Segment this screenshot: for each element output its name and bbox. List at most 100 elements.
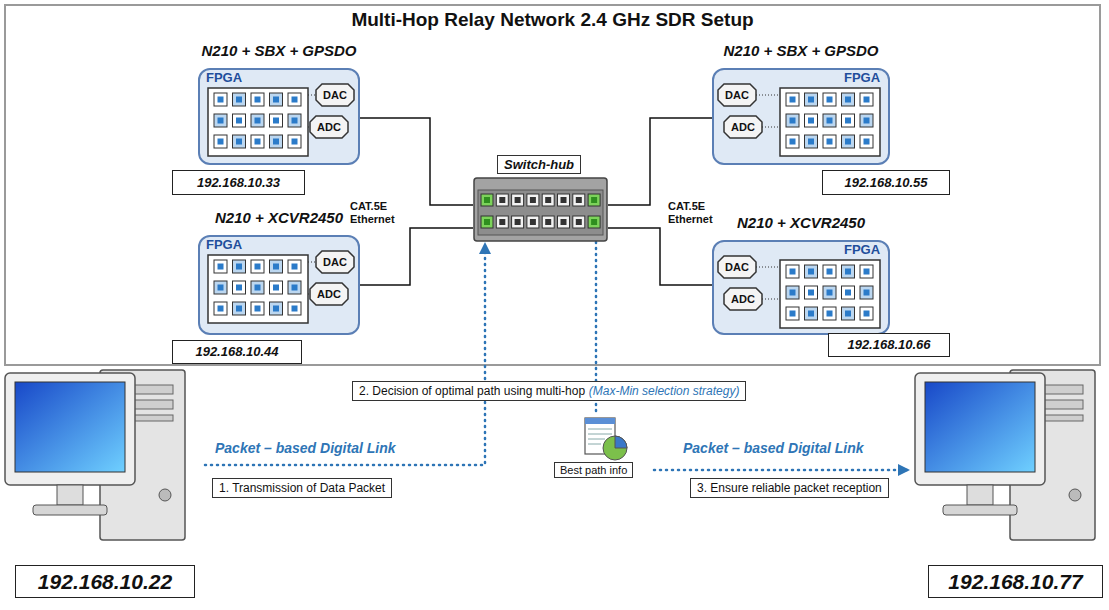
data-link bbox=[654, 469, 910, 472]
chip-core bbox=[218, 306, 224, 312]
chip bbox=[805, 286, 818, 299]
dac-label: DAC bbox=[316, 251, 354, 273]
chip bbox=[288, 93, 301, 106]
chip bbox=[251, 135, 264, 148]
computer-node: 192.168.10.77 bbox=[910, 355, 1105, 603]
chip bbox=[270, 114, 283, 127]
adc-label: ADC bbox=[724, 116, 762, 138]
chip bbox=[805, 114, 818, 127]
fpga-label: FPGA bbox=[844, 242, 880, 257]
chip bbox=[823, 265, 836, 278]
chip-core bbox=[218, 118, 224, 124]
chip-core bbox=[236, 139, 242, 145]
art-path bbox=[615, 436, 627, 448]
computer-icon bbox=[5, 370, 185, 540]
chip-core bbox=[845, 97, 851, 103]
setup-frame bbox=[5, 5, 1100, 365]
chip-core bbox=[864, 97, 870, 103]
chip-core bbox=[292, 97, 298, 103]
chip bbox=[786, 307, 799, 320]
art-rect bbox=[527, 216, 539, 228]
chip-core bbox=[790, 290, 796, 296]
chip bbox=[270, 302, 283, 315]
chip-core bbox=[790, 269, 796, 275]
art-rect bbox=[588, 216, 600, 228]
art-rect bbox=[499, 219, 505, 225]
chip-core bbox=[845, 269, 851, 275]
chip bbox=[233, 135, 246, 148]
chip-core bbox=[864, 311, 870, 317]
chip bbox=[270, 135, 283, 148]
chip bbox=[251, 260, 264, 273]
step-box: 1. Transmission of Data Packet bbox=[212, 478, 392, 498]
chip-area bbox=[780, 88, 880, 156]
device-title: N210 + XCVR2450 bbox=[198, 209, 360, 226]
chip bbox=[214, 260, 227, 273]
link-label: Packet – based Digital Link bbox=[680, 440, 867, 456]
art-line bbox=[588, 444, 601, 445]
chip bbox=[823, 286, 836, 299]
step-box: 2. Decision of optimal path using multi-… bbox=[352, 381, 746, 401]
chip bbox=[251, 114, 264, 127]
computer-icon bbox=[915, 370, 1095, 540]
art-rect bbox=[515, 219, 521, 225]
art-rect bbox=[478, 190, 603, 235]
chip-core bbox=[218, 285, 224, 291]
chip-core bbox=[790, 139, 796, 145]
chip bbox=[233, 281, 246, 294]
chip-core bbox=[845, 139, 851, 145]
chip bbox=[214, 302, 227, 315]
chip bbox=[823, 307, 836, 320]
chip bbox=[233, 114, 246, 127]
chip-core bbox=[236, 264, 242, 270]
chip-core bbox=[808, 311, 814, 317]
ethernet-cable bbox=[608, 118, 712, 205]
switch-label: Switch-hub bbox=[497, 155, 581, 174]
chip-core bbox=[218, 97, 224, 103]
chip bbox=[786, 286, 799, 299]
chip bbox=[214, 135, 227, 148]
converter-shape bbox=[718, 256, 756, 278]
ip-address: 192.168.10.44 bbox=[172, 340, 302, 364]
signal-link bbox=[762, 299, 780, 300]
art-rect bbox=[573, 216, 585, 228]
signal-link bbox=[756, 95, 780, 96]
device-title: N210 + SBX + GPSDO bbox=[198, 42, 360, 59]
radio-unit: N210 + XCVR2450FPGADACADC192.168.10.44 bbox=[170, 207, 360, 367]
chip bbox=[251, 281, 264, 294]
ethernet-cable bbox=[608, 228, 712, 285]
chip bbox=[842, 114, 855, 127]
art-rect bbox=[484, 197, 490, 203]
dac-label: DAC bbox=[718, 256, 756, 278]
chip-core bbox=[255, 264, 261, 270]
chip-core bbox=[864, 269, 870, 275]
art-rect bbox=[530, 219, 536, 225]
fpga-label: FPGA bbox=[206, 237, 242, 252]
chip bbox=[823, 114, 836, 127]
chip bbox=[214, 93, 227, 106]
chip-core bbox=[236, 306, 242, 312]
chip-core bbox=[845, 118, 851, 124]
switch-body bbox=[473, 177, 608, 242]
computer-node: 192.168.10.22 bbox=[5, 355, 205, 603]
chip-core bbox=[808, 269, 814, 275]
report-label: Best path info bbox=[554, 462, 633, 478]
chip bbox=[251, 302, 264, 315]
diagram-title: Multi-Hop Relay Network 2.4 GHz SDR Setu… bbox=[0, 9, 1105, 31]
chip-core bbox=[273, 139, 279, 145]
ip-address: 192.168.10.33 bbox=[172, 170, 305, 195]
ethernet-cable bbox=[360, 118, 473, 205]
chip-core bbox=[808, 118, 814, 124]
cable-label: CAT.5E Ethernet bbox=[668, 200, 722, 226]
adc-label: ADC bbox=[310, 116, 348, 138]
chip bbox=[805, 307, 818, 320]
chip-core bbox=[790, 311, 796, 317]
art-circle bbox=[603, 436, 627, 460]
fpga-label: FPGA bbox=[844, 70, 880, 85]
chip bbox=[842, 307, 855, 320]
chip bbox=[233, 302, 246, 315]
chip bbox=[270, 93, 283, 106]
chip-core bbox=[292, 118, 298, 124]
art-rect bbox=[512, 194, 524, 206]
art-rect bbox=[576, 197, 582, 203]
